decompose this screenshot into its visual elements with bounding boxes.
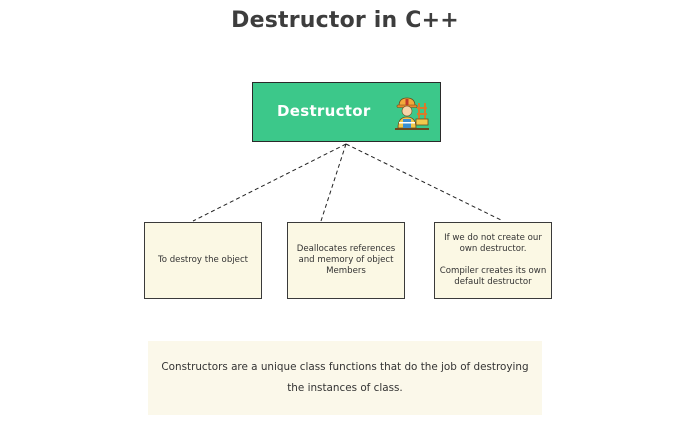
connector-to-box-1 [192,143,347,222]
child-node-1-text: To destroy the object [157,254,249,265]
connector-to-box-3 [345,143,504,222]
root-node-label: Destructor [277,102,371,120]
root-node-destructor: Destructor [252,82,441,142]
construction-worker-icon [395,97,429,130]
connector-to-box-2 [320,143,347,222]
definition-note: Constructors are a unique class function… [148,341,542,415]
definition-note-text: Constructors are a unique class function… [161,361,529,394]
child-node-3-text: If we do not create our own destructor. … [439,232,547,288]
child-node-2-text: Deallocates references and memory of obj… [296,243,396,277]
child-node-1: To destroy the object [144,222,262,299]
child-node-2: Deallocates references and memory of obj… [287,222,405,299]
diagram-title: Destructor in C++ [231,8,459,33]
child-node-3: If we do not create our own destructor. … [434,222,552,299]
